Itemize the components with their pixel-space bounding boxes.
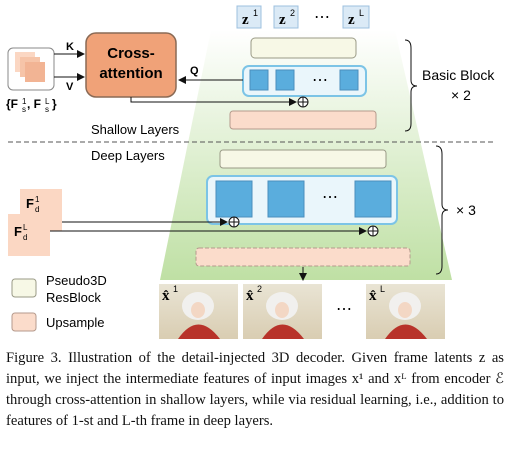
svg-text:x̂: x̂: [162, 288, 170, 304]
detail-feature-1: F 1 d: [26, 195, 40, 214]
output-frame-L: x̂ L: [366, 284, 445, 339]
svg-text:L: L: [359, 8, 364, 18]
svg-text:d: d: [23, 233, 27, 242]
legend-resblock-label-2: ResBlock: [46, 290, 101, 305]
svg-text:2: 2: [257, 284, 262, 294]
svg-text:s: s: [22, 105, 26, 114]
svg-text:1: 1: [173, 284, 178, 294]
svg-text:{F: {F: [6, 97, 18, 111]
svg-text:z: z: [348, 12, 355, 28]
shallow-feature-block-2: [275, 69, 295, 91]
svg-text:F: F: [14, 224, 22, 239]
svg-text:2: 2: [290, 8, 295, 18]
legend-upsample-swatch: [11, 312, 37, 332]
svg-text:1: 1: [35, 195, 40, 204]
deep-ellipsis: ⋯: [322, 189, 338, 206]
deep-add-L: [367, 225, 379, 237]
v-label: V: [66, 81, 74, 93]
basic-block-brace: [404, 39, 418, 132]
figure-caption: Figure 3. Illustration of the detail-inj…: [6, 350, 504, 429]
svg-text:L: L: [45, 97, 50, 106]
svg-text:d: d: [35, 205, 39, 214]
deep-resblock: [219, 149, 387, 169]
source-features-label: {F 1 s , F L s }: [6, 97, 57, 114]
output-frame-1: x̂ 1: [159, 284, 238, 339]
z-input-1: z 1: [236, 5, 262, 29]
cross-attention-label-2: attention: [99, 65, 162, 82]
deep-feature-block-1: [215, 180, 253, 218]
cross-attention-label-1: Cross-: [107, 45, 155, 62]
output-frame-2: x̂ 2: [243, 284, 322, 339]
deep-add-1: [228, 216, 240, 228]
shallow-resblock: [250, 37, 357, 59]
z-input-L: z L: [342, 5, 370, 29]
legend-resblock-label-1: Pseudo3D: [46, 273, 107, 288]
svg-text:s: s: [45, 105, 49, 114]
svg-text:L: L: [380, 284, 385, 294]
decoder-diagram: z 1 z 2 ⋯ z L ⋯ Cross- attention K V Q {…: [6, 5, 496, 339]
svg-text:z: z: [242, 12, 249, 28]
svg-text:z: z: [279, 12, 286, 28]
shallow-feature-block-L: [339, 69, 359, 91]
svg-text:x̂: x̂: [246, 288, 254, 304]
deep-feature-block-L: [354, 180, 392, 218]
basic-block-label: Basic Block: [422, 67, 495, 83]
basic-block-repeat: × 2: [451, 87, 471, 103]
shallow-feature-block-1: [249, 69, 269, 91]
shallow-layers-label: Shallow Layers: [91, 122, 180, 137]
deep-repeat-brace: [435, 145, 449, 275]
shallow-upsample: [229, 110, 377, 130]
svg-text:1: 1: [253, 8, 258, 18]
deep-feature-block-2: [267, 180, 305, 218]
deep-upsample: [195, 247, 411, 267]
detail-feature-card-front: [8, 214, 50, 256]
q-label: Q: [190, 65, 199, 77]
svg-text:}: }: [52, 97, 57, 111]
svg-text:1: 1: [22, 97, 27, 106]
shallow-feature-frame: [242, 65, 367, 97]
svg-text:L: L: [23, 223, 28, 232]
shallow-ellipsis: ⋯: [312, 72, 328, 89]
legend-resblock-swatch: [11, 278, 37, 298]
svg-text:F: F: [26, 196, 34, 211]
svg-text:x̂: x̂: [369, 288, 377, 304]
k-label: K: [66, 41, 74, 53]
legend-upsample-label: Upsample: [46, 315, 105, 330]
z-ellipsis: ⋯: [314, 9, 330, 26]
detail-feature-L: F L d: [14, 223, 28, 242]
output-ellipsis: ⋯: [336, 301, 352, 318]
deep-layers-label: Deep Layers: [91, 148, 165, 163]
svg-text:, F: , F: [27, 97, 41, 111]
deep-repeat-label: × 3: [456, 202, 476, 218]
z-input-2: z 2: [273, 5, 299, 29]
